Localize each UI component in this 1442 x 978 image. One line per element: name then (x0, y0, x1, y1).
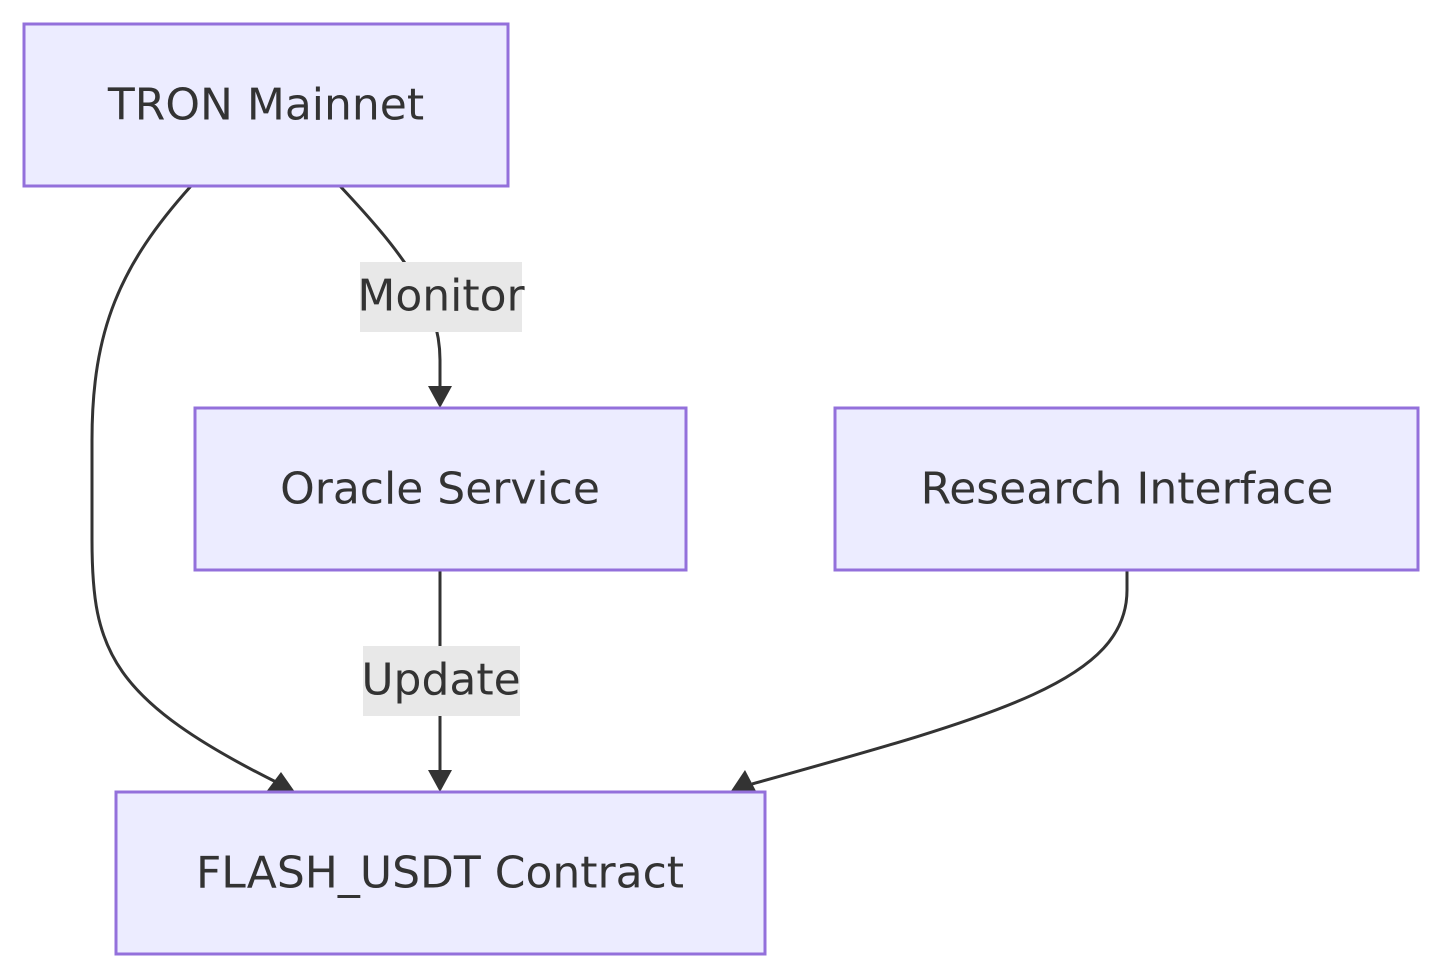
arrowhead-tron-to-flash (266, 772, 295, 792)
edge-label-monitor: Monitor (357, 271, 525, 322)
edge-label-monitor-bg (360, 262, 522, 332)
arrowhead-research-to-flash (731, 770, 757, 793)
node-research-interface[interactable]: Research Interface (833, 406, 1420, 572)
arrowhead-oracle-to-flash (428, 770, 452, 792)
node-tron-mainnet-box (22, 22, 510, 188)
arrowhead-tron-to-oracle (428, 386, 452, 408)
node-tron-mainnet-label: TRON Mainnet (107, 80, 424, 131)
node-flash-usdt-contract-label: FLASH_USDT Contract (196, 848, 684, 899)
edge-tron-to-flash (90, 184, 283, 787)
edge-label-update-bg (363, 646, 520, 716)
edge-research-to-flash (751, 570, 1129, 786)
node-flash-usdt-contract[interactable]: FLASH_USDT Contract (114, 790, 767, 956)
node-flash-usdt-contract-box (114, 790, 767, 956)
node-oracle-service-box (193, 406, 688, 572)
node-oracle-service-label: Oracle Service (280, 464, 600, 515)
node-oracle-service[interactable]: Oracle Service (193, 406, 688, 572)
edge-labels: Monitor Update (357, 262, 526, 716)
node-research-interface-label: Research Interface (921, 464, 1334, 515)
node-tron-mainnet[interactable]: TRON Mainnet (22, 22, 510, 188)
edge-label-update: Update (361, 655, 520, 706)
node-research-interface-box (833, 406, 1420, 572)
